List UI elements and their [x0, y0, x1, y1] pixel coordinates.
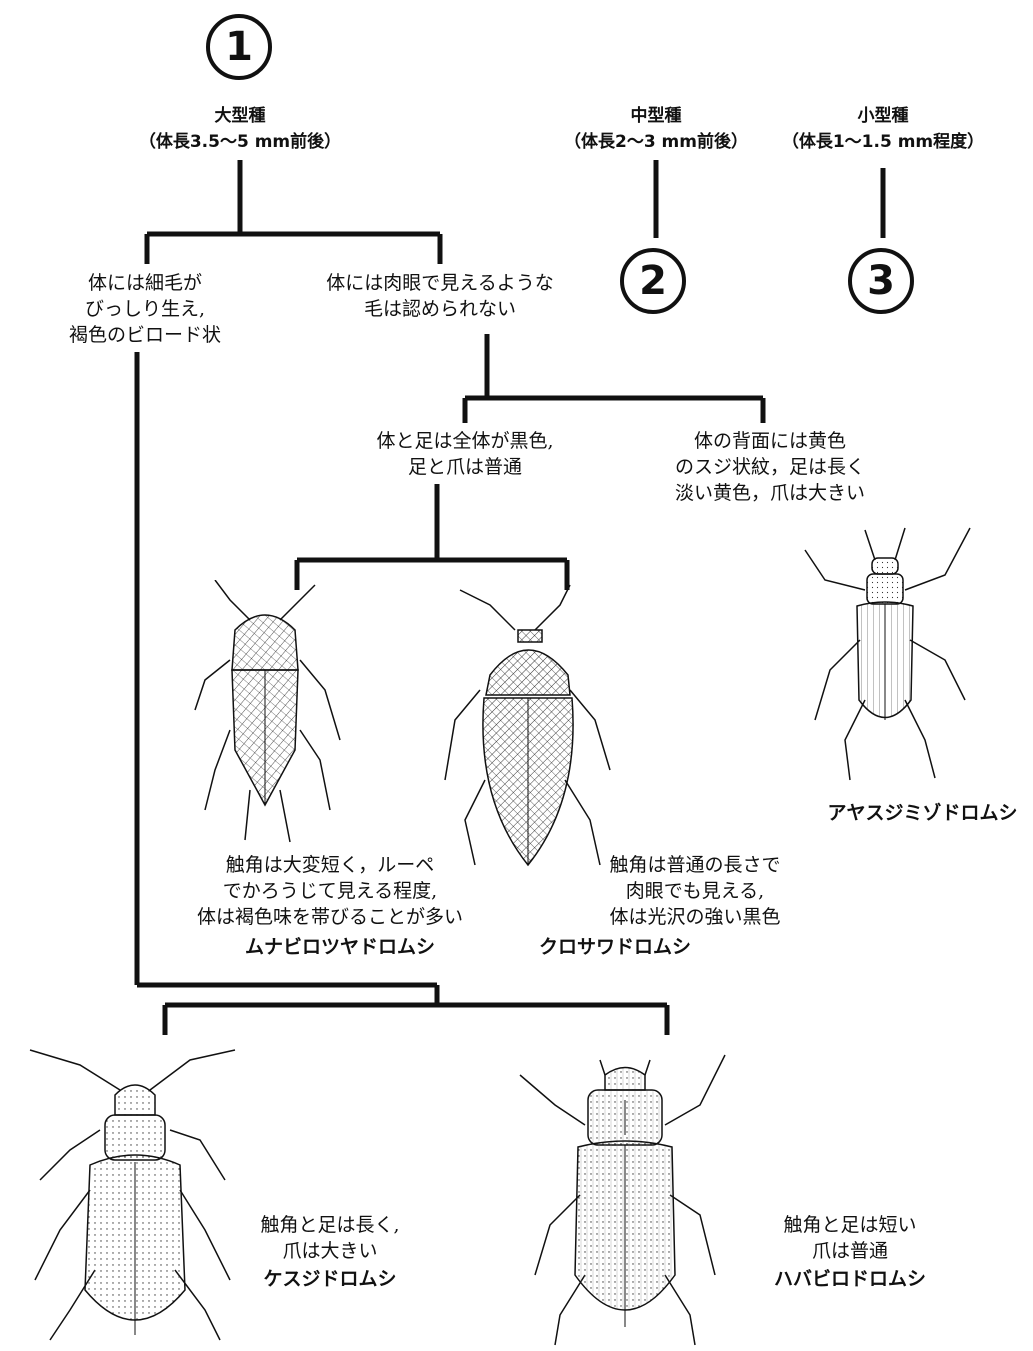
group-1-size: （体長3.5〜5 mm前後） — [120, 130, 360, 154]
group-3-size: （体長1〜1.5 mm程度） — [753, 130, 1013, 154]
group-2-title: 中型種 — [556, 104, 756, 128]
species-ayasujimizo: アヤスジミゾドロムシ — [815, 800, 1030, 826]
beetle-kurosawa-illustration — [420, 580, 630, 880]
group-2-size: （体長2〜3 mm前後） — [536, 130, 776, 154]
group-3-title: 小型種 — [783, 104, 983, 128]
group-3-number: 3 — [848, 248, 914, 314]
beetle-kesuji-illustration — [20, 1040, 250, 1350]
branch-no-hair: 体には肉眼で見えるような 毛は認められない — [290, 270, 590, 322]
branch-all-black: 体と足は全体が黒色, 足と爪は普通 — [340, 428, 590, 480]
group-1-number: 1 — [206, 14, 272, 80]
branch-long-legs: 触角と足は長く, 爪は大きい — [250, 1212, 410, 1264]
group-1-title: 大型種 — [140, 104, 340, 128]
beetle-munabiro-illustration — [180, 580, 350, 850]
branch-hairy: 体には細毛が びっしり生え, 褐色のビロード状 — [40, 270, 250, 348]
species-kesuji: ケスジドロムシ — [245, 1266, 415, 1292]
species-munabiro: ムナビロツヤドロムシ — [230, 934, 450, 960]
group-2-number: 2 — [620, 248, 686, 314]
species-kurosawa: クロサワドロムシ — [520, 934, 710, 960]
species-hababiro: ハバビロドロムシ — [755, 1266, 945, 1292]
beetle-hababiro-illustration — [510, 1045, 740, 1351]
beetle-ayasujimizo-illustration — [795, 520, 980, 790]
branch-short-legs: 触角と足は短い 爪は普通 — [760, 1212, 940, 1264]
branch-yellow-stripe: 体の背面には黄色 のスジ状紋，足は長く 淡い黄色，爪は大きい — [650, 428, 890, 506]
